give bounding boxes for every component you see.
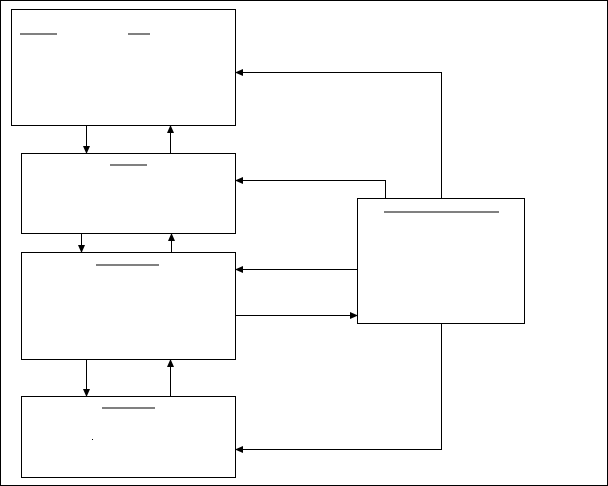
arrow-right-to-top <box>235 69 442 198</box>
arrow-right-to-second <box>235 177 386 198</box>
box-bottom <box>21 396 236 478</box>
box-top <box>11 9 236 126</box>
arrow-right-to-bottom <box>235 324 442 453</box>
box-second <box>21 153 236 234</box>
box-third <box>21 252 236 360</box>
box-bottom-dot <box>92 439 93 440</box>
box-right <box>357 198 525 324</box>
